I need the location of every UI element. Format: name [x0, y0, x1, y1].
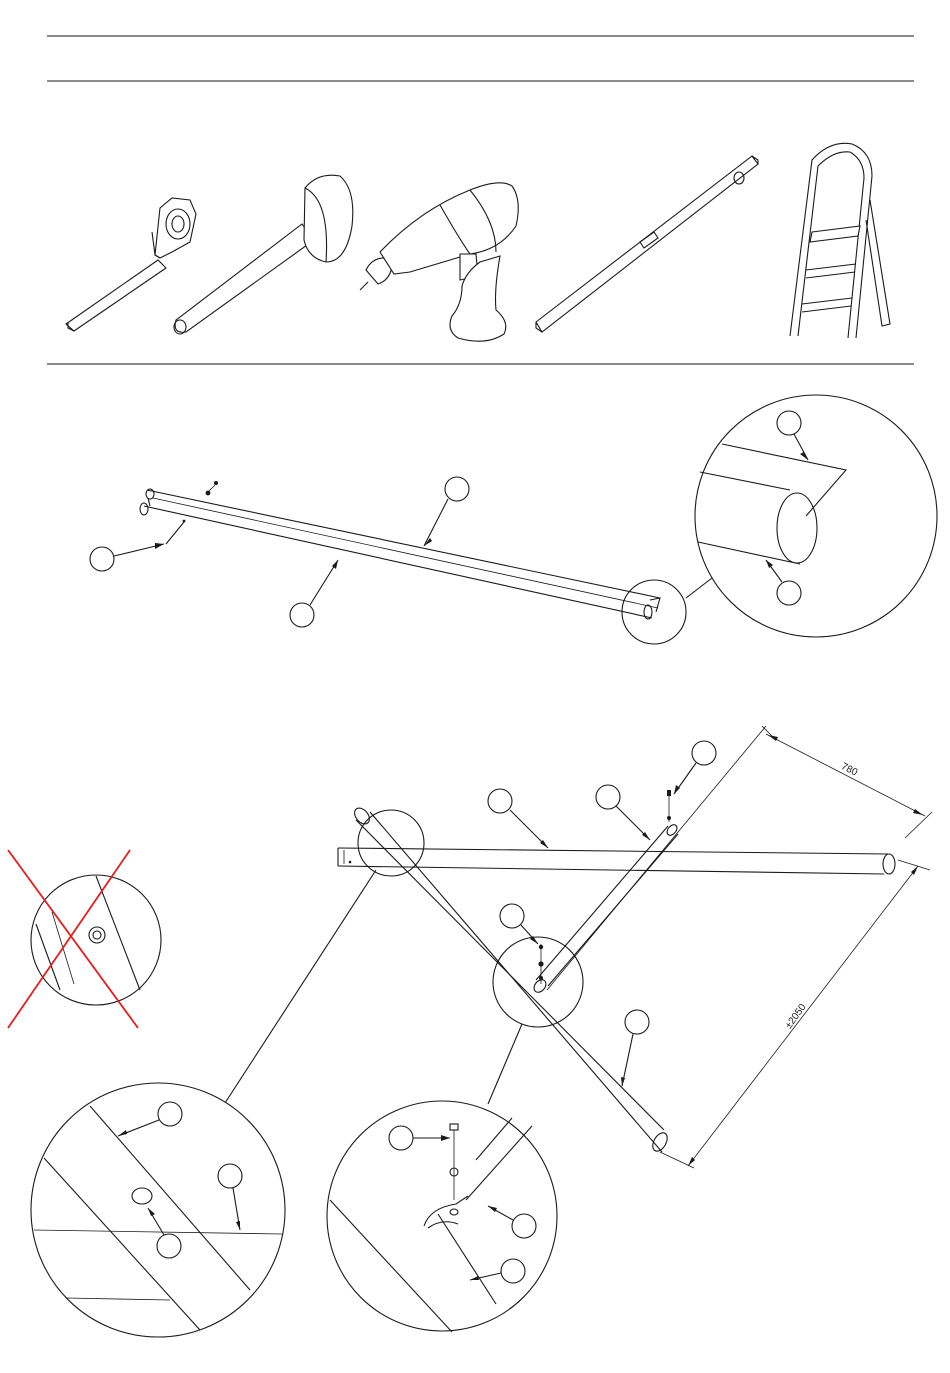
callout-rising-pole — [596, 785, 650, 840]
nut — [206, 491, 211, 496]
detail-magnifier-pole-end — [695, 395, 937, 637]
drill-icon — [360, 183, 518, 341]
detail-magnifier-left-joint — [31, 1083, 285, 1337]
guide-line — [547, 726, 766, 990]
dimension-width: 780 — [762, 726, 932, 838]
callout-long-pole — [621, 1010, 649, 1086]
dimension-length: ±2050 — [660, 860, 930, 1168]
spirit-level-icon — [536, 156, 758, 332]
diagonal-pole-rising — [532, 823, 679, 995]
callout-top-bolt — [674, 741, 716, 794]
callout-middle-bolt — [500, 904, 538, 944]
callout-crossbar — [488, 789, 548, 848]
bolt-head — [214, 481, 218, 485]
callout-part-b — [90, 543, 164, 571]
pin — [166, 522, 184, 544]
bolt-top — [667, 790, 671, 822]
detail-magnifier-center-joint — [327, 1101, 557, 1332]
step1-pole-assembly — [140, 481, 660, 619]
diagonal-pole-long — [352, 805, 671, 1153]
mallet-icon — [174, 175, 353, 334]
detail-marker-center-joint — [493, 937, 583, 1027]
detail-marker-pole-end — [622, 580, 686, 644]
tape-measure-icon — [66, 198, 196, 331]
dimension-width-label: 780 — [839, 761, 859, 779]
dimension-length-label: ±2050 — [783, 1002, 808, 1031]
crossbar-pole — [338, 848, 895, 874]
ladder-icon — [790, 143, 890, 338]
callout-part-c — [290, 560, 338, 627]
incorrect-detail — [8, 850, 161, 1028]
detail-marker-left-joint — [358, 810, 424, 876]
bolt-middle — [538, 944, 543, 984]
callout-part-a — [424, 477, 469, 546]
